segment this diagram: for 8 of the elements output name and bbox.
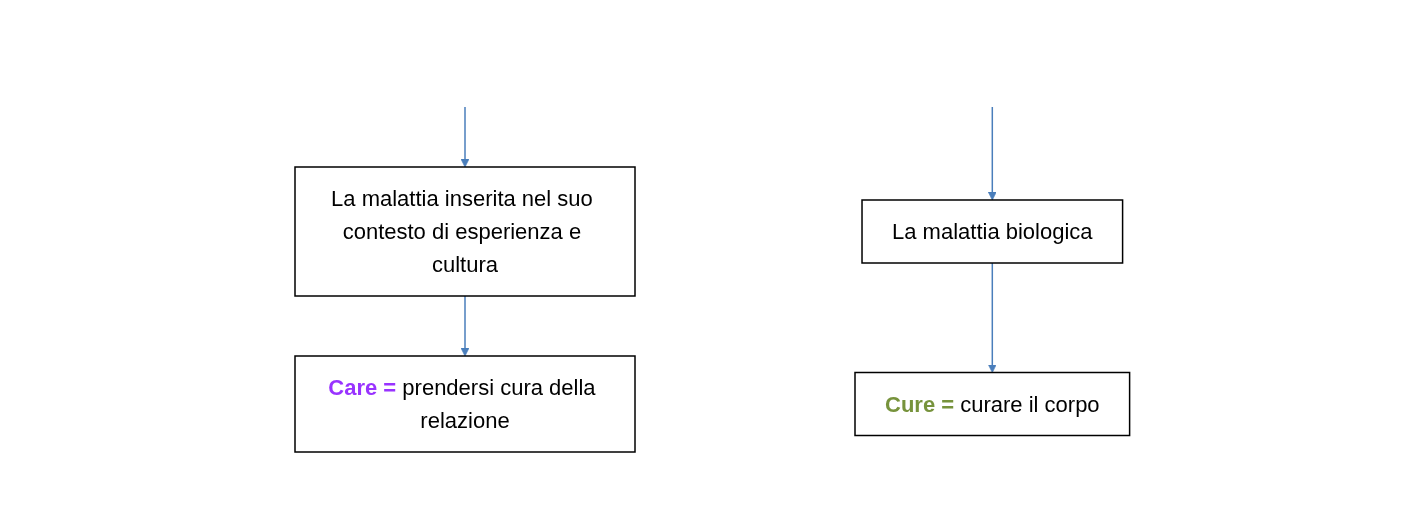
node-box: La malattia inserita nel suo contesto di esperienza e cultura: [293, 166, 636, 297]
node-box: Care = prendersi cura della relazione: [293, 355, 636, 453]
arrow: [460, 106, 470, 168]
arrow: [987, 106, 997, 201]
node-box: Cure = curare il corpo: [853, 371, 1131, 437]
node-box: La malattia biologica: [860, 199, 1124, 264]
arrow: [460, 295, 470, 357]
arrow: [987, 262, 997, 373]
